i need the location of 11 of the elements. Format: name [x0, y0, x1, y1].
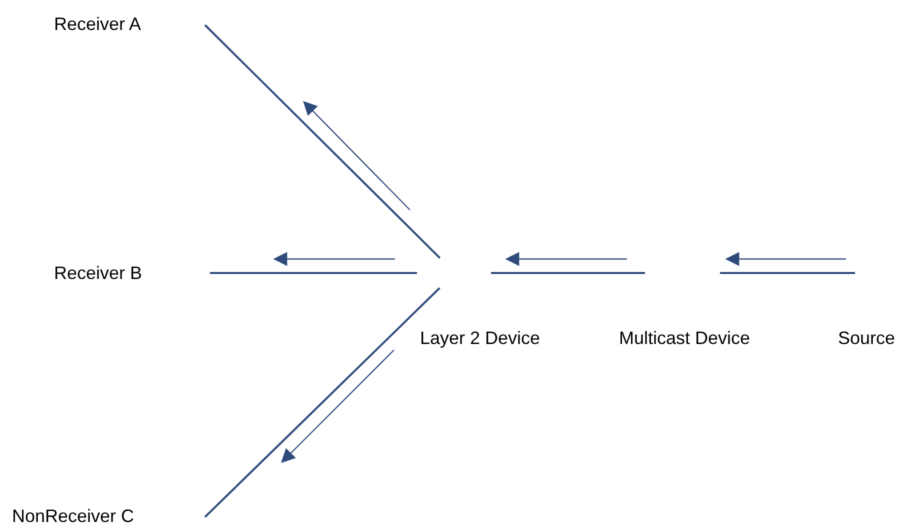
node-label: Receiver A: [54, 13, 142, 35]
link-line: [210, 272, 417, 274]
link-line: [491, 272, 645, 274]
link-line: [204, 287, 440, 518]
node-label: Multicast Device: [619, 327, 750, 349]
node-label: NonReceiver C: [12, 505, 134, 527]
node-label: Source: [838, 327, 896, 349]
node-label: Layer 2 Device: [420, 327, 540, 349]
link-line: [720, 272, 855, 274]
node-label: Receiver B: [54, 262, 142, 284]
link-line: [204, 24, 441, 259]
